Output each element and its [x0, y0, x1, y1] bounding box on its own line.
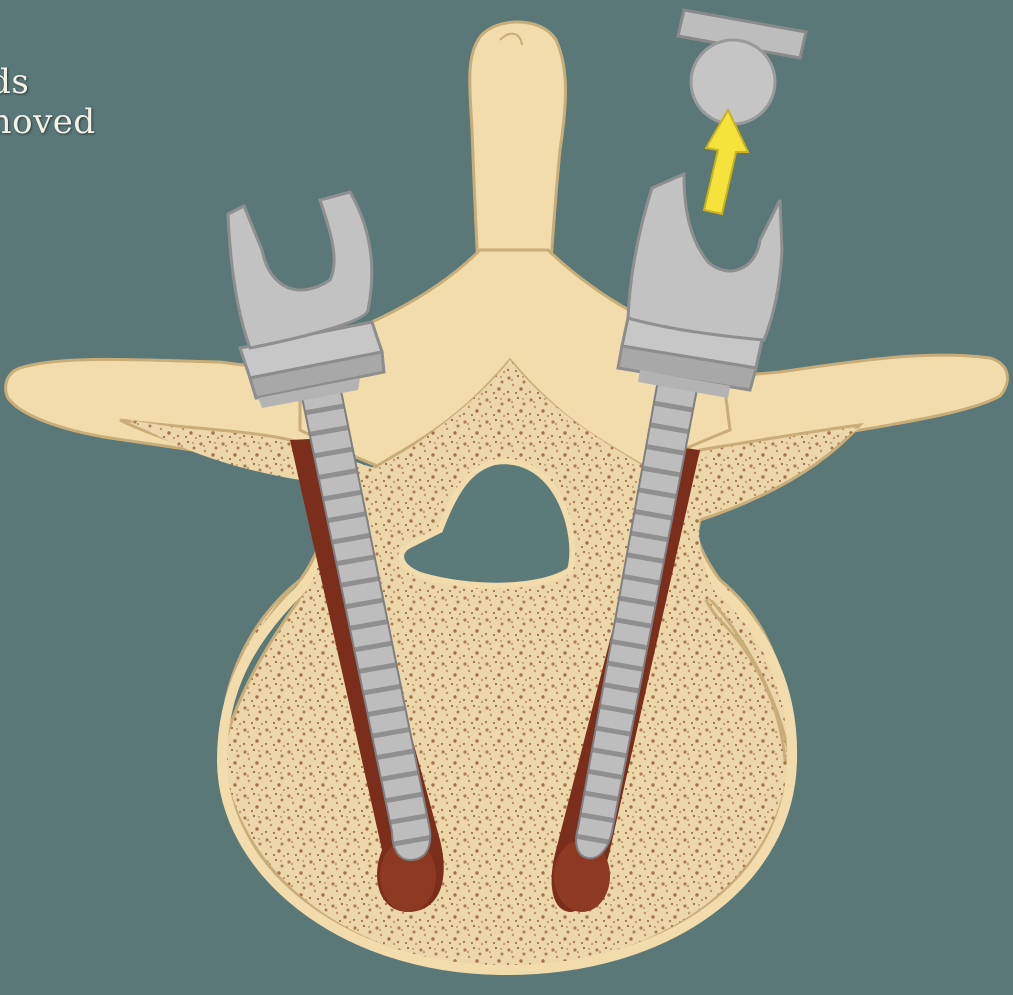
left-screw-head	[228, 192, 384, 408]
right-screw-head	[618, 174, 782, 398]
removed-set-screw	[678, 10, 806, 124]
arrow-up-icon	[704, 110, 748, 214]
